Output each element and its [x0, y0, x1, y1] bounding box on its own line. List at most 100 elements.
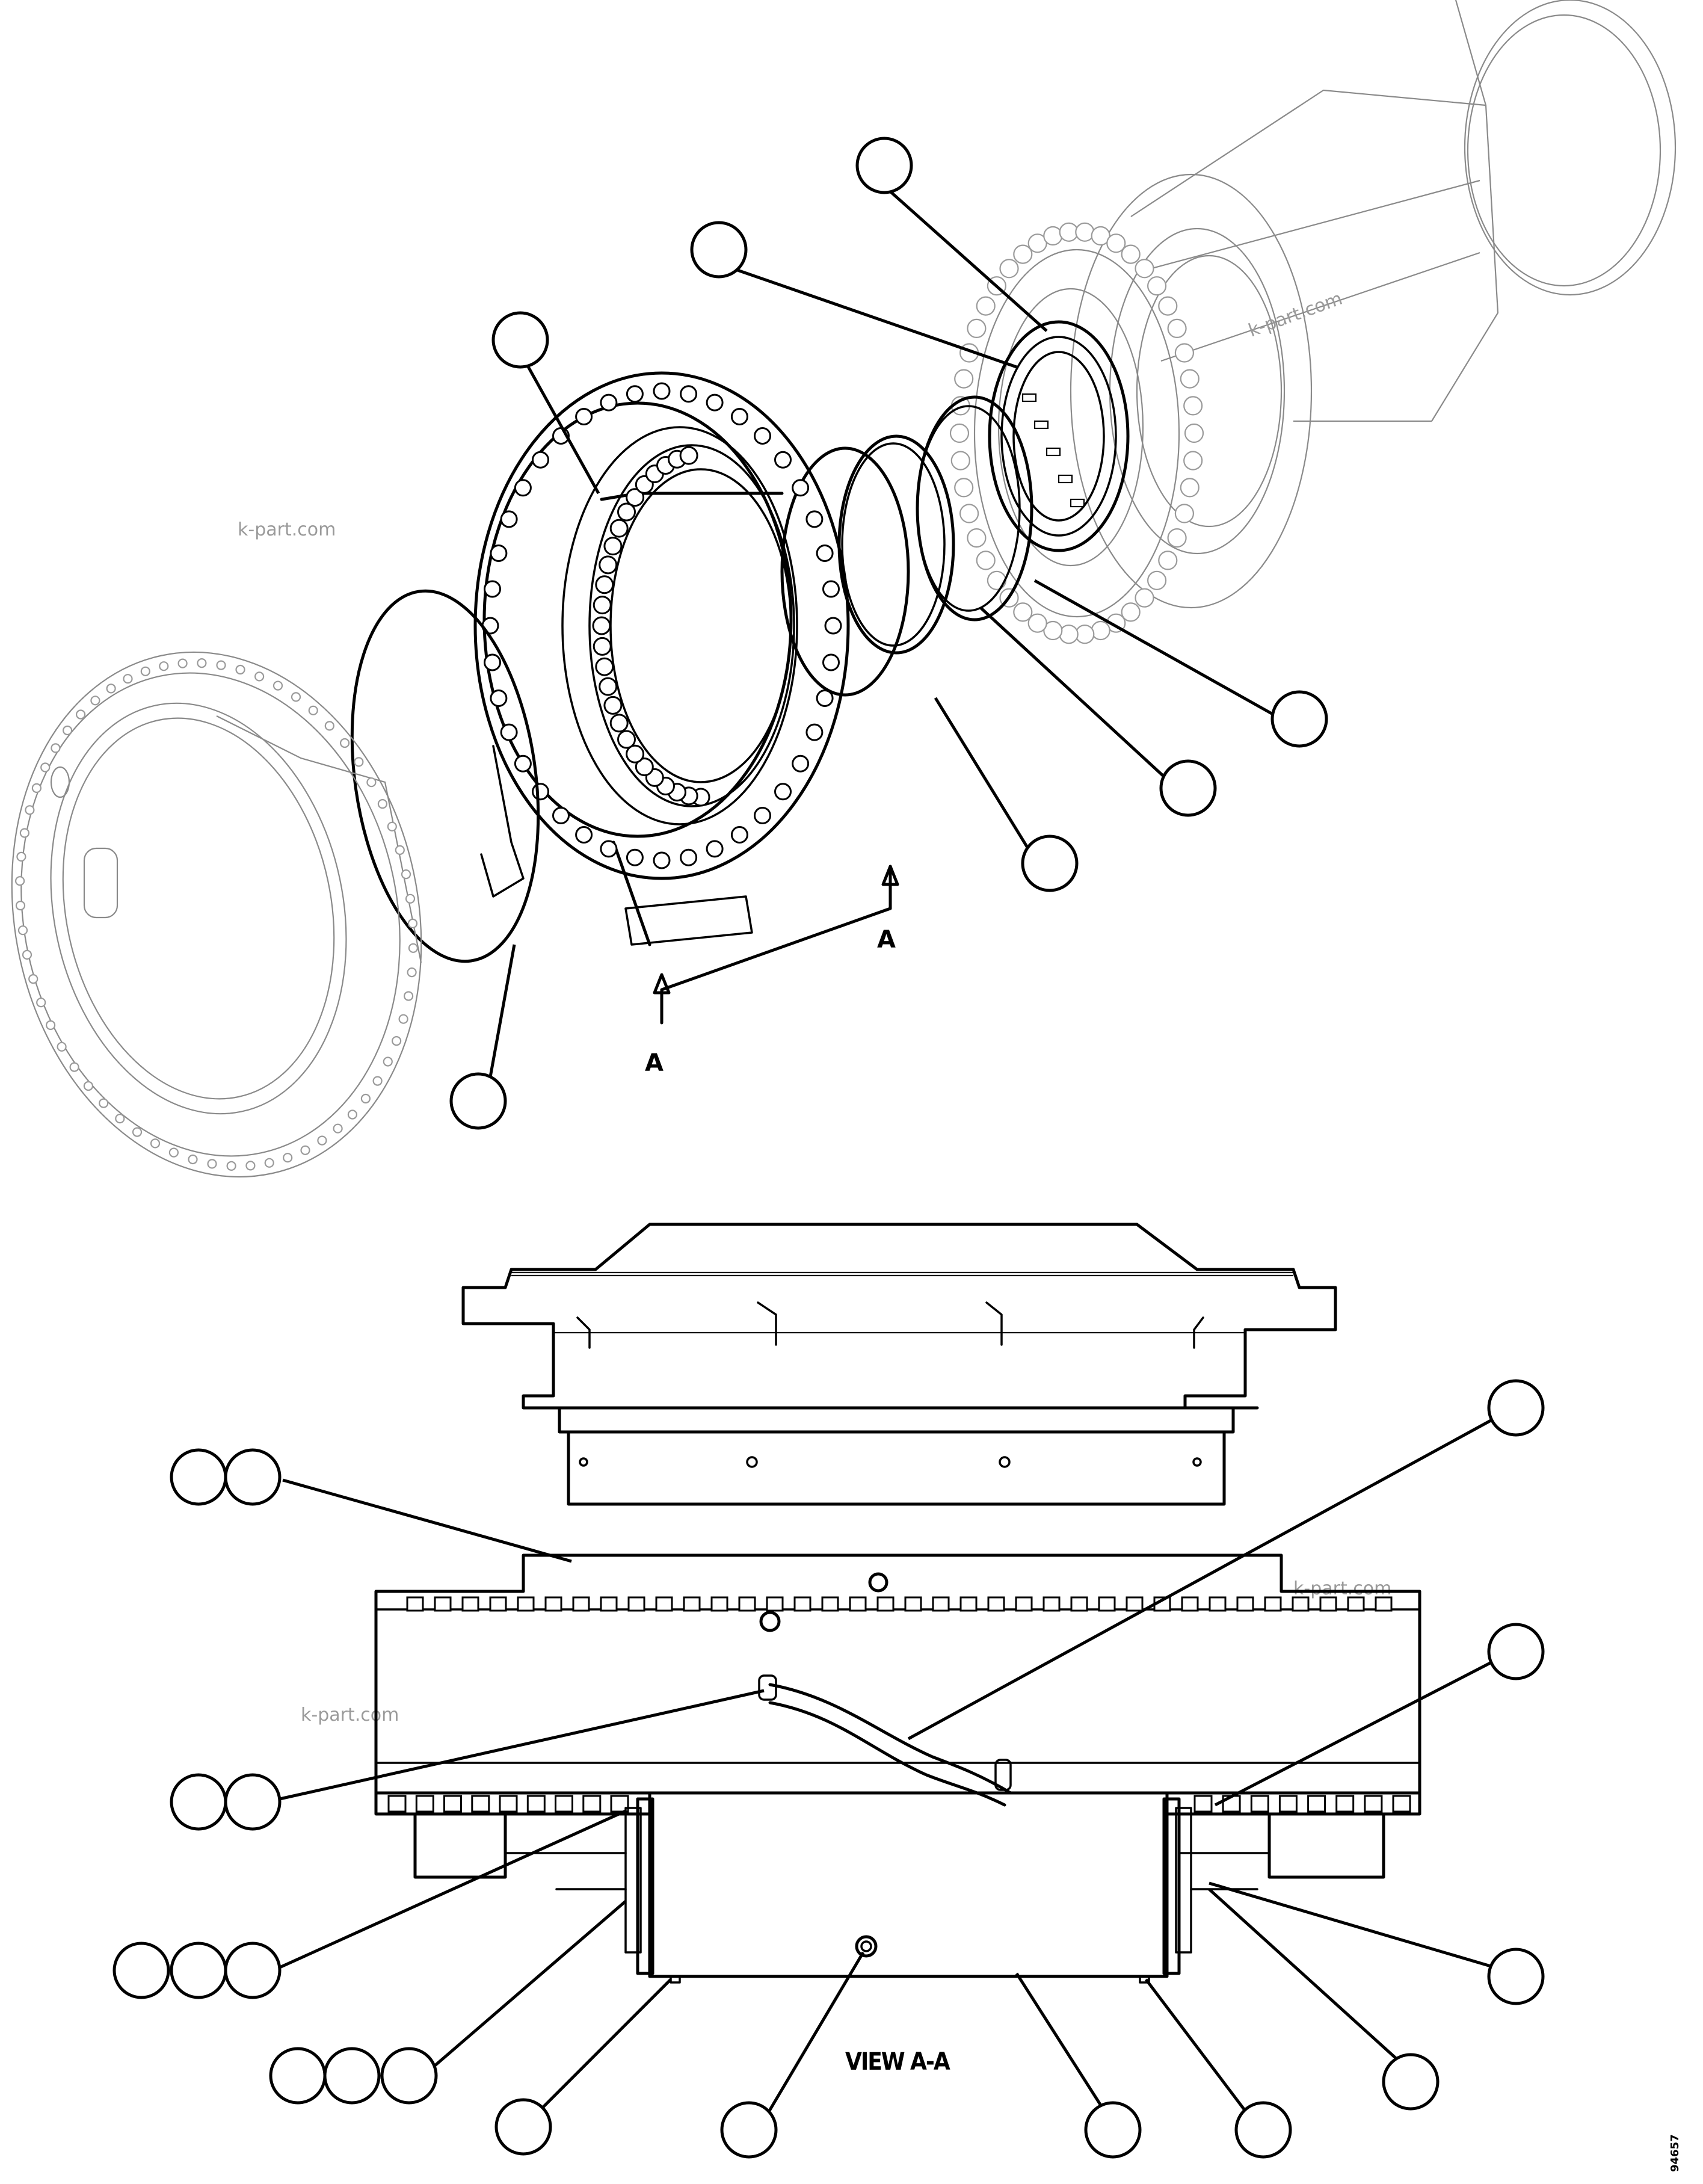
bolt-head [1098, 1596, 1116, 1612]
bolt-mark [132, 1127, 143, 1137]
bolt-mark [626, 385, 644, 403]
bolt-mark [490, 689, 508, 707]
bolt-mark [514, 479, 532, 497]
bolt-head [572, 1596, 590, 1612]
bolt-mark [976, 296, 996, 316]
bolt-head [627, 1596, 645, 1612]
bolt-mark [36, 998, 46, 1008]
bolt-head [471, 1795, 490, 1813]
bolt-mark [1180, 369, 1199, 389]
bolt-head [406, 1596, 424, 1612]
bolt-head [1364, 1795, 1383, 1813]
bolt-mark [680, 848, 698, 866]
bolt-mark [949, 423, 970, 443]
seal-ring [916, 395, 1033, 622]
bolt-mark [603, 696, 623, 715]
bolt-mark [552, 807, 570, 824]
bolt-mark [300, 1145, 310, 1155]
bolt-head [461, 1596, 479, 1612]
callout-bubble [1382, 2053, 1440, 2111]
thin-disc [780, 446, 910, 697]
bolt-mark [395, 845, 405, 856]
bolt-head [1193, 1795, 1213, 1813]
bolt-mark [484, 580, 501, 598]
bolt-mark [1158, 551, 1178, 570]
bolt-mark [1180, 478, 1199, 498]
bolt-mark [976, 551, 996, 570]
callout-bubble [494, 2098, 552, 2156]
bolt-mark [816, 689, 834, 707]
bolt-head [434, 1596, 452, 1612]
bolt-mark [1043, 620, 1063, 641]
bolt-mark [150, 1138, 161, 1149]
callout-bubble [224, 1773, 282, 1831]
bolt-mark [635, 757, 654, 777]
bolt-head [793, 1596, 811, 1612]
bolt-head [1375, 1596, 1393, 1612]
bolt-mark [679, 446, 698, 465]
bolt-mark [754, 807, 771, 824]
bolt-mark [1013, 244, 1033, 264]
watermark-mid-left: k-part.com [301, 1704, 399, 1726]
bolt-mark [774, 783, 792, 801]
callout-bubble [1487, 1948, 1545, 2005]
bolt-head [904, 1596, 922, 1612]
final-drive-drum [949, 0, 1677, 644]
bolt-head [1015, 1596, 1033, 1612]
bolt-head [1347, 1596, 1365, 1612]
bolt-mark [168, 1147, 179, 1158]
callout-bubble [269, 2047, 327, 2105]
bolt-mark [354, 757, 364, 767]
bolt-mark [609, 714, 629, 733]
bolt-mark [1121, 244, 1141, 264]
bolt-mark [62, 725, 73, 736]
friction-disc [350, 589, 540, 963]
callouts-top [449, 137, 1328, 1130]
bolt-mark [822, 580, 840, 598]
bolt-mark [405, 893, 416, 904]
bolt-mark [366, 777, 377, 788]
bolt-mark [626, 848, 644, 866]
bolt-mark [273, 680, 283, 691]
bolt-mark [115, 1114, 125, 1124]
bolt-mark [599, 555, 618, 575]
drawing-code: 94657 [1669, 2134, 1681, 2172]
bolt-head [1181, 1596, 1199, 1612]
bearing-retainer [988, 320, 1130, 552]
bolt-mark [500, 510, 518, 528]
bolt-mark [680, 385, 698, 403]
bolt-mark [360, 1093, 371, 1104]
brake-housing [473, 371, 850, 946]
bolt-head [1335, 1795, 1355, 1813]
bolt-mark [824, 617, 842, 635]
bolt-mark [40, 762, 51, 773]
bolt-mark [398, 1014, 408, 1024]
bolt-head [600, 1596, 618, 1612]
bolt-mark [1147, 276, 1167, 296]
callout-bubble [1270, 690, 1328, 748]
callout-bubble [720, 2101, 778, 2159]
bolt-head [544, 1596, 562, 1612]
bolt-head [1392, 1795, 1411, 1813]
bolt-mark [575, 408, 593, 425]
bolt-mark [69, 1062, 79, 1072]
view-label: VIEW A-A [845, 2048, 950, 2076]
bolt-mark [387, 821, 397, 831]
bolt-mark [1091, 226, 1110, 246]
bolt-mark [532, 451, 549, 469]
bolt-mark [593, 596, 612, 615]
bolt-mark [754, 427, 771, 445]
callout-bubble [1159, 759, 1217, 817]
callout-bubble [1234, 2101, 1292, 2159]
bolt-mark [792, 479, 810, 497]
callout-bubble [690, 221, 748, 279]
bolt-mark [407, 967, 417, 978]
bolt-mark [22, 949, 32, 960]
bolt-mark [1043, 226, 1063, 246]
bolt-head [489, 1596, 507, 1612]
bolt-mark [264, 1158, 274, 1168]
bolt-mark [1027, 613, 1047, 633]
bolt-mark [1059, 222, 1079, 242]
